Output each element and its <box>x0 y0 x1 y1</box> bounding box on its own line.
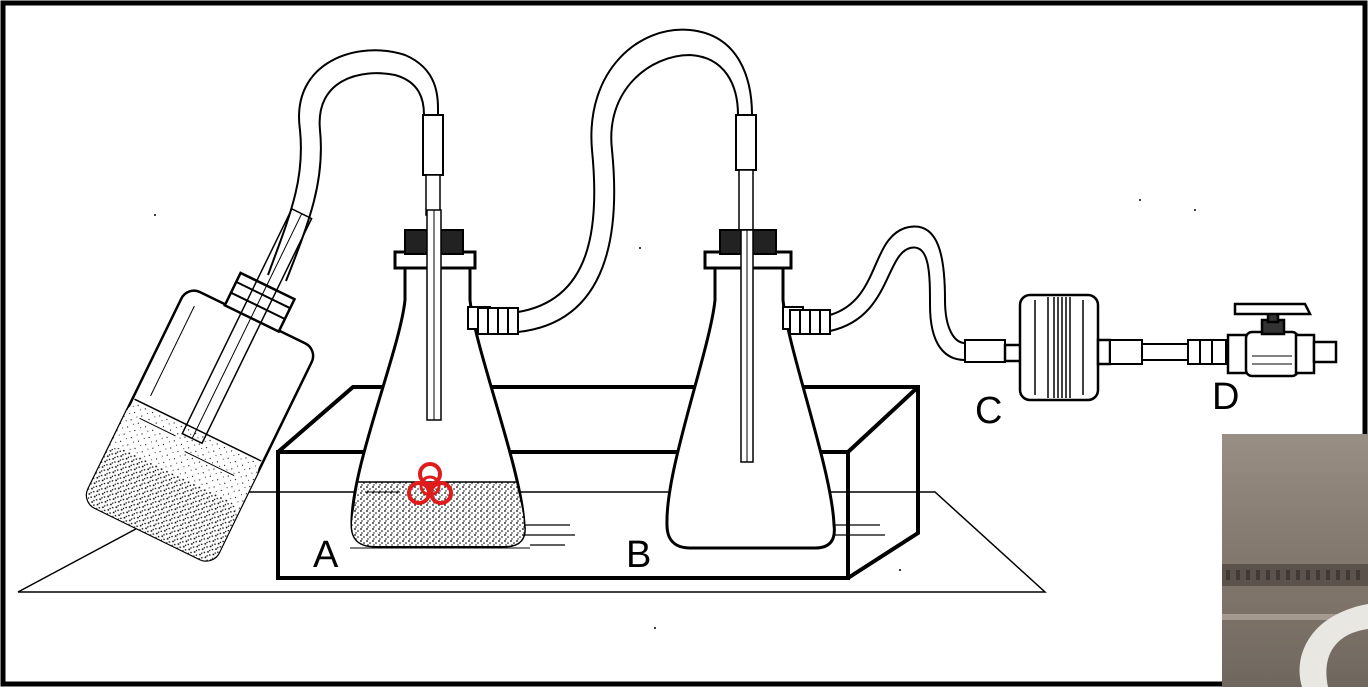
label-a: A <box>313 536 338 574</box>
label-c: C <box>975 392 1002 430</box>
label-d: D <box>1212 378 1239 416</box>
tube-filter-to-valve <box>1110 340 1226 364</box>
photo-inset <box>1222 434 1368 687</box>
filter-c <box>1005 295 1110 400</box>
label-b: B <box>626 536 651 574</box>
